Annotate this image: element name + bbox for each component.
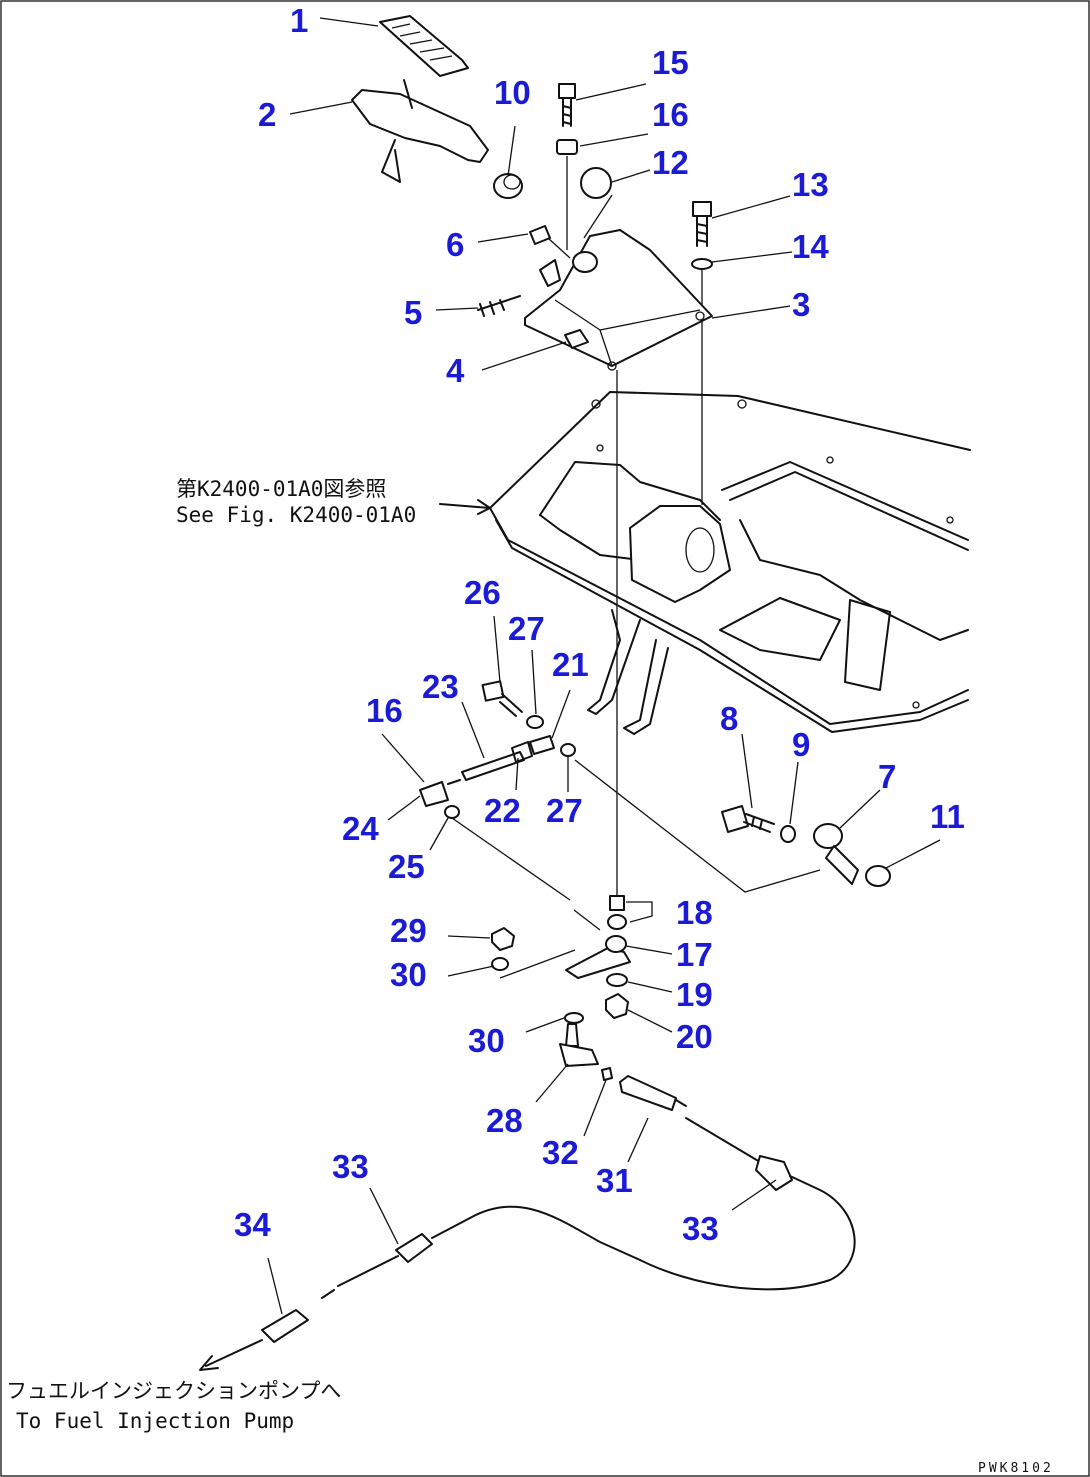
callout-5: 5 (404, 294, 422, 331)
callout-30b: 30 (468, 1022, 505, 1059)
part-lever-17 (499, 909, 631, 979)
callout-8: 8 (720, 700, 738, 737)
see-fig-note-jp: 第K2400-01A0図参照 (176, 477, 386, 501)
linkage-guide (451, 759, 821, 901)
part-nut-32 (601, 1067, 613, 1081)
part-nut-11 (865, 865, 891, 887)
callout-33b: 33 (682, 1210, 719, 1247)
callout-19: 19 (676, 976, 713, 1013)
part-washer-30b (564, 1012, 584, 1024)
part-bolt-13 (692, 201, 712, 247)
part-nut-20 (605, 993, 629, 1019)
callout-13: 13 (792, 166, 829, 203)
part-pedal-pad (379, 15, 469, 77)
part-end-34 (261, 1309, 309, 1343)
to-pump-arrow (199, 1339, 263, 1371)
callout-21: 21 (552, 646, 589, 683)
callout-32: 32 (542, 1134, 579, 1171)
callout-4: 4 (446, 352, 465, 389)
callout-16b: 16 (366, 692, 403, 729)
callout-20: 20 (676, 1018, 713, 1055)
callout-17: 17 (676, 936, 713, 973)
part-joint-24 (419, 779, 461, 807)
callout-3: 3 (792, 286, 810, 323)
part-bushing (493, 173, 523, 199)
part-rod-end-31 (619, 1075, 687, 1111)
callout-15: 15 (652, 44, 689, 81)
callout-7: 7 (878, 758, 896, 795)
part-nut-16 (556, 139, 578, 250)
callout-24: 24 (342, 810, 379, 847)
callout-25: 25 (388, 848, 425, 885)
callout-2: 2 (258, 96, 276, 133)
part-washer-27b (560, 743, 576, 757)
part-washer-14 (691, 258, 713, 505)
callout-23: 23 (422, 668, 459, 705)
part-bolt-8 (721, 805, 775, 833)
callout-9: 9 (792, 726, 810, 763)
callout-14: 14 (792, 228, 829, 265)
callout-6: 6 (446, 226, 464, 263)
see-fig-note-en: See Fig. K2400-01A0 (176, 503, 416, 527)
part-screw-5 (477, 295, 521, 317)
part-washer-27a (526, 715, 544, 729)
part-lever-7 (813, 823, 859, 885)
callout-labels: 1 2 3 4 5 6 7 8 9 10 11 12 13 14 15 16 1… (234, 2, 965, 1247)
callout-1: 1 (290, 2, 308, 39)
callout-22: 22 (484, 792, 521, 829)
part-knob (580, 167, 613, 239)
part-bolt-26 (481, 680, 523, 717)
callout-26: 26 (464, 574, 501, 611)
to-pump-note-en: To Fuel Injection Pump (16, 1409, 294, 1433)
part-pedal (351, 79, 489, 183)
part-washer-30a (491, 957, 509, 971)
part-bolt-15 (558, 83, 576, 127)
floor-frame (489, 391, 971, 735)
callout-28: 28 (486, 1102, 523, 1139)
callout-16a: 16 (652, 96, 689, 133)
callout-11: 11 (930, 798, 965, 835)
leader-lines (267, 17, 941, 1315)
part-rod-23 (461, 735, 555, 781)
callout-30a: 30 (390, 956, 427, 993)
part-ball-joint-28 (559, 1023, 599, 1067)
callout-27b: 27 (546, 792, 583, 829)
callout-33a: 33 (332, 1148, 369, 1185)
part-washer-19 (606, 973, 628, 987)
part-pin-6 (529, 225, 571, 259)
part-cable (321, 1117, 856, 1299)
callout-12: 12 (652, 144, 689, 181)
drawing-code: PWK8102 (978, 1461, 1054, 1476)
callout-34: 34 (234, 1206, 271, 1243)
callout-27a: 27 (508, 610, 545, 647)
callout-29: 29 (390, 912, 427, 949)
part-bracket (524, 229, 713, 371)
callout-18: 18 (676, 894, 713, 931)
part-washer-9 (780, 825, 796, 843)
part-washer-25 (444, 805, 460, 819)
part-switch-4 (564, 329, 589, 349)
callout-31: 31 (596, 1162, 633, 1199)
to-pump-note-jp: フュエルインジェクションポンプへ (6, 1379, 341, 1403)
part-clevis-18 (607, 895, 653, 930)
part-nut-29 (491, 927, 515, 951)
see-fig-arrow (439, 499, 491, 515)
callout-10: 10 (494, 74, 531, 111)
